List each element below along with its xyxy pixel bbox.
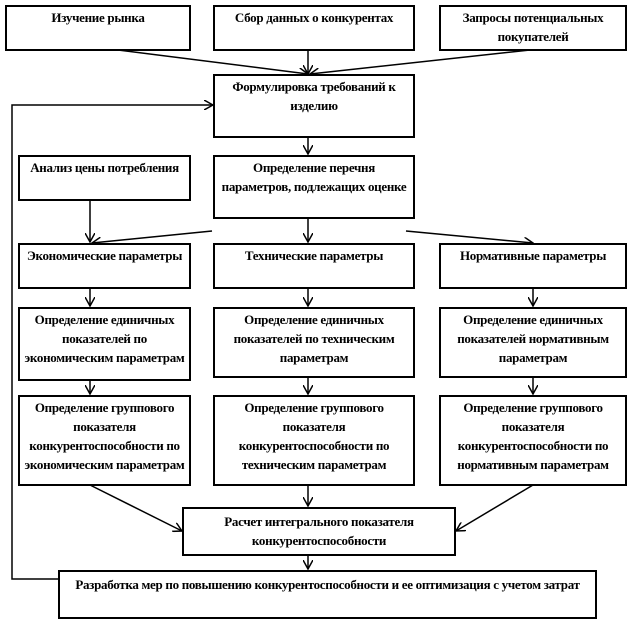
box-economic-params: Экономические параметры (18, 243, 191, 289)
arrow-list-to-econ (92, 230, 213, 243)
box-measures: Разработка мер по повышению конкурентосп… (58, 570, 597, 619)
arrow-buyers-to-req (310, 49, 531, 74)
box-param-list: Определение перечня параметров, подлежащ… (213, 155, 415, 219)
box-buyer-requests: Запросы потенциальных покупателей (439, 5, 627, 51)
box-technical-params: Технические параметры (213, 243, 415, 289)
box-economic-unit: Определение единичных показателей по эко… (18, 307, 191, 381)
box-normative-params: Нормативные параметры (439, 243, 627, 289)
arrow-market-to-req (117, 49, 308, 74)
arrow-list-to-norm (405, 230, 533, 243)
box-normative-group: Определение группового показателя конкур… (439, 395, 627, 486)
arrow-norm-group-to-integral (456, 484, 534, 531)
box-requirements: Формулировка требований к изделию (213, 74, 415, 138)
box-economic-group: Определение группового показателя конкур… (18, 395, 191, 486)
box-competitor-data: Сбор данных о конкурентах (213, 5, 415, 51)
box-normative-unit: Определение единичных показателей нормат… (439, 307, 627, 378)
box-price-analysis: Анализ цены потребления (18, 155, 191, 201)
box-technical-unit: Определение единичных показателей по тех… (213, 307, 415, 378)
box-market-research: Изучение рынка (5, 5, 191, 51)
arrow-econ-group-to-integral (89, 484, 182, 531)
feedback-arrow (11, 105, 213, 580)
box-integral: Расчет интегрального показателя конкурен… (182, 507, 456, 556)
box-technical-group: Определение группового показателя конкур… (213, 395, 415, 486)
